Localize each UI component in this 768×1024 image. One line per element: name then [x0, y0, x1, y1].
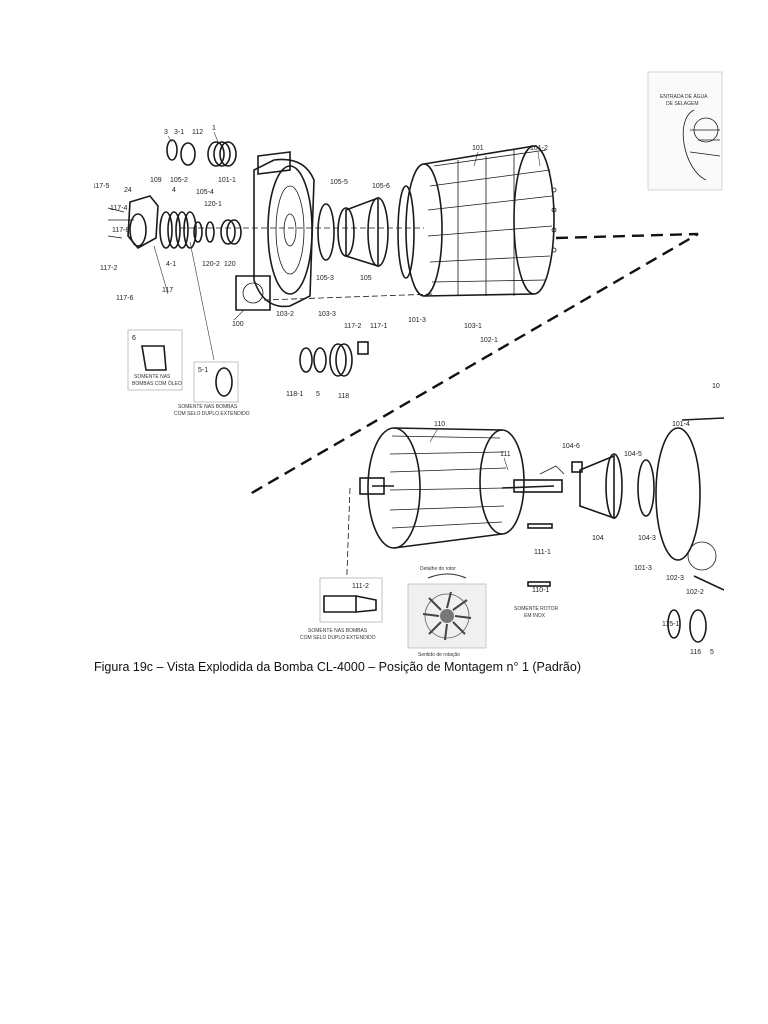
part-label-102-2: 102-2 — [686, 589, 704, 596]
exploded-view-diagram: ENTRADA DE ÁGUA DE SELAGEM — [94, 71, 724, 658]
part-label-109: 109 — [150, 177, 162, 184]
part-label-120: 120 — [224, 261, 236, 268]
part-label-105-4: 105-4 — [196, 189, 214, 196]
rotor-assembly — [359, 427, 565, 549]
double-seal-note-line-1: SOMENTE NAS BOMBAS — [178, 404, 238, 410]
part-label-111-2: 111-2 — [352, 583, 369, 590]
part-labels: 3 3-1 112 1 109 105-2 105-4 101-1 117-5 … — [94, 125, 720, 656]
part-label-117-4: 117-4 — [110, 205, 127, 212]
part-label-1: 1 — [212, 125, 216, 132]
part-label-103-1: 103-1 — [464, 323, 482, 330]
part-label-110: 110 — [434, 421, 445, 428]
part-label-117-8: 117-8 — [112, 227, 129, 234]
part-label-104: 104 — [592, 535, 604, 542]
part-label-103-2: 103-2 — [276, 311, 294, 318]
stainless-rotor-note-line-1: SOMENTE ROTOR — [514, 606, 558, 612]
seal-plate-group — [317, 185, 415, 279]
part-label-5-bottom: 5 — [710, 649, 714, 656]
part-label-110-1: 110-1 — [532, 587, 549, 594]
part-label-4: 4 — [172, 187, 176, 194]
part-label-101-2: 101-2 — [530, 145, 548, 152]
part-label-5-top: 5 — [316, 391, 320, 398]
part-label-117: 117 — [162, 287, 173, 294]
oil-only-inset: SOMENTE NAS BOMBAS COM ÓLEO — [127, 329, 183, 391]
stainless-rotor-note-line-2: EM INOX — [524, 613, 546, 619]
part-label-3-1: 3-1 — [174, 129, 184, 136]
part-label-104-3: 104-3 — [638, 535, 656, 542]
bearing-assembly-left — [107, 139, 242, 250]
part-label-117-1: 117-1 — [370, 323, 387, 330]
part-label-118-1: 118-1 — [286, 391, 303, 398]
part-label-6: 6 — [132, 335, 136, 342]
part-label-105: 105 — [360, 275, 372, 282]
part-label-111-1: 111-1 — [534, 549, 551, 556]
gasket-group — [299, 341, 369, 377]
part-label-101-1: 101-1 — [218, 177, 236, 184]
part-label-117-6: 117-6 — [116, 295, 133, 302]
part-label-115-1: 115-1 — [662, 621, 679, 628]
part-label-117-2-left: 117-2 — [100, 265, 117, 272]
part-label-105-2: 105-2 — [170, 177, 188, 184]
part-label-116: 116 — [690, 649, 701, 656]
double-seal-inset: SOMENTE NAS BOMBAS COM SELO DUPLO EXTEND… — [174, 361, 250, 417]
part-label-105-6: 105-6 — [372, 183, 390, 190]
part-label-101-3-bottom: 101-3 — [634, 565, 652, 572]
double-seal-note-line-2: COM SELO DUPLO EXTENDIDO — [174, 411, 250, 417]
part-label-120-2: 120-2 — [202, 261, 220, 268]
part-label-112: 112 — [192, 129, 203, 136]
part-label-24: 24 — [124, 187, 132, 194]
part-label-117-5: 117-5 — [94, 183, 109, 190]
part-label-120-1: 120-1 — [204, 201, 222, 208]
part-label-3: 3 — [164, 129, 168, 136]
part-label-104-6: 104-6 — [562, 443, 580, 450]
bottom-small-parts — [527, 523, 707, 643]
oil-note-line-1: SOMENTE NAS — [134, 374, 171, 380]
part-label-111: 111 — [500, 451, 511, 458]
rotor-end-parts — [571, 417, 724, 591]
part-label-103-3: 103-3 — [318, 311, 336, 318]
part-label-117-2-right: 117-2 — [344, 323, 361, 330]
oil-note-line-2: BOMBAS COM ÓLEO — [132, 380, 182, 387]
pump-casing — [235, 151, 315, 311]
inset-note-line-1: ENTRADA DE ÁGUA — [660, 93, 708, 100]
part-label-4-1: 4-1 — [166, 261, 176, 268]
part-label-10x: 10 — [712, 383, 720, 390]
part-label-105-3: 105-3 — [316, 275, 334, 282]
rotor-detail-inset: Detalhe do rotor Sentido de rotação — [407, 566, 487, 658]
figure-caption: Figura 19c – Vista Explodida da Bomba CL… — [94, 660, 581, 674]
double-cone-note-line-2: COM SELO DUPLO EXTENDIDO — [300, 635, 376, 641]
double-cone-note-line-1: SOMENTE NAS BOMBAS — [308, 628, 368, 634]
part-label-118: 118 — [338, 393, 349, 400]
seal-water-inset: ENTRADA DE ÁGUA DE SELAGEM — [647, 71, 723, 191]
inset-note-line-2: DE SELAGEM — [666, 101, 699, 107]
rotation-direction-note: Sentido de rotação — [418, 652, 460, 658]
part-label-105-5: 105-5 — [330, 179, 348, 186]
part-label-101-4: 101-4 — [672, 421, 690, 428]
rotor-detail-title: Detalhe do rotor — [420, 566, 456, 572]
part-label-102-1: 102-1 — [480, 337, 498, 344]
cone-detail-inset: SOMENTE NAS BOMBAS COM SELO DUPLO EXTEND… — [300, 577, 383, 641]
part-label-100: 100 — [232, 321, 244, 328]
assembly-path-dashed-line — [249, 232, 699, 496]
part-label-104-5: 104-5 — [624, 451, 642, 458]
part-label-101: 101 — [472, 145, 484, 152]
part-label-102-3: 102-3 — [666, 575, 684, 582]
leader-lines — [153, 131, 541, 471]
part-label-101-3: 101-3 — [408, 317, 426, 324]
stator-cage — [405, 145, 557, 297]
part-label-5-1: 5-1 — [198, 367, 208, 374]
